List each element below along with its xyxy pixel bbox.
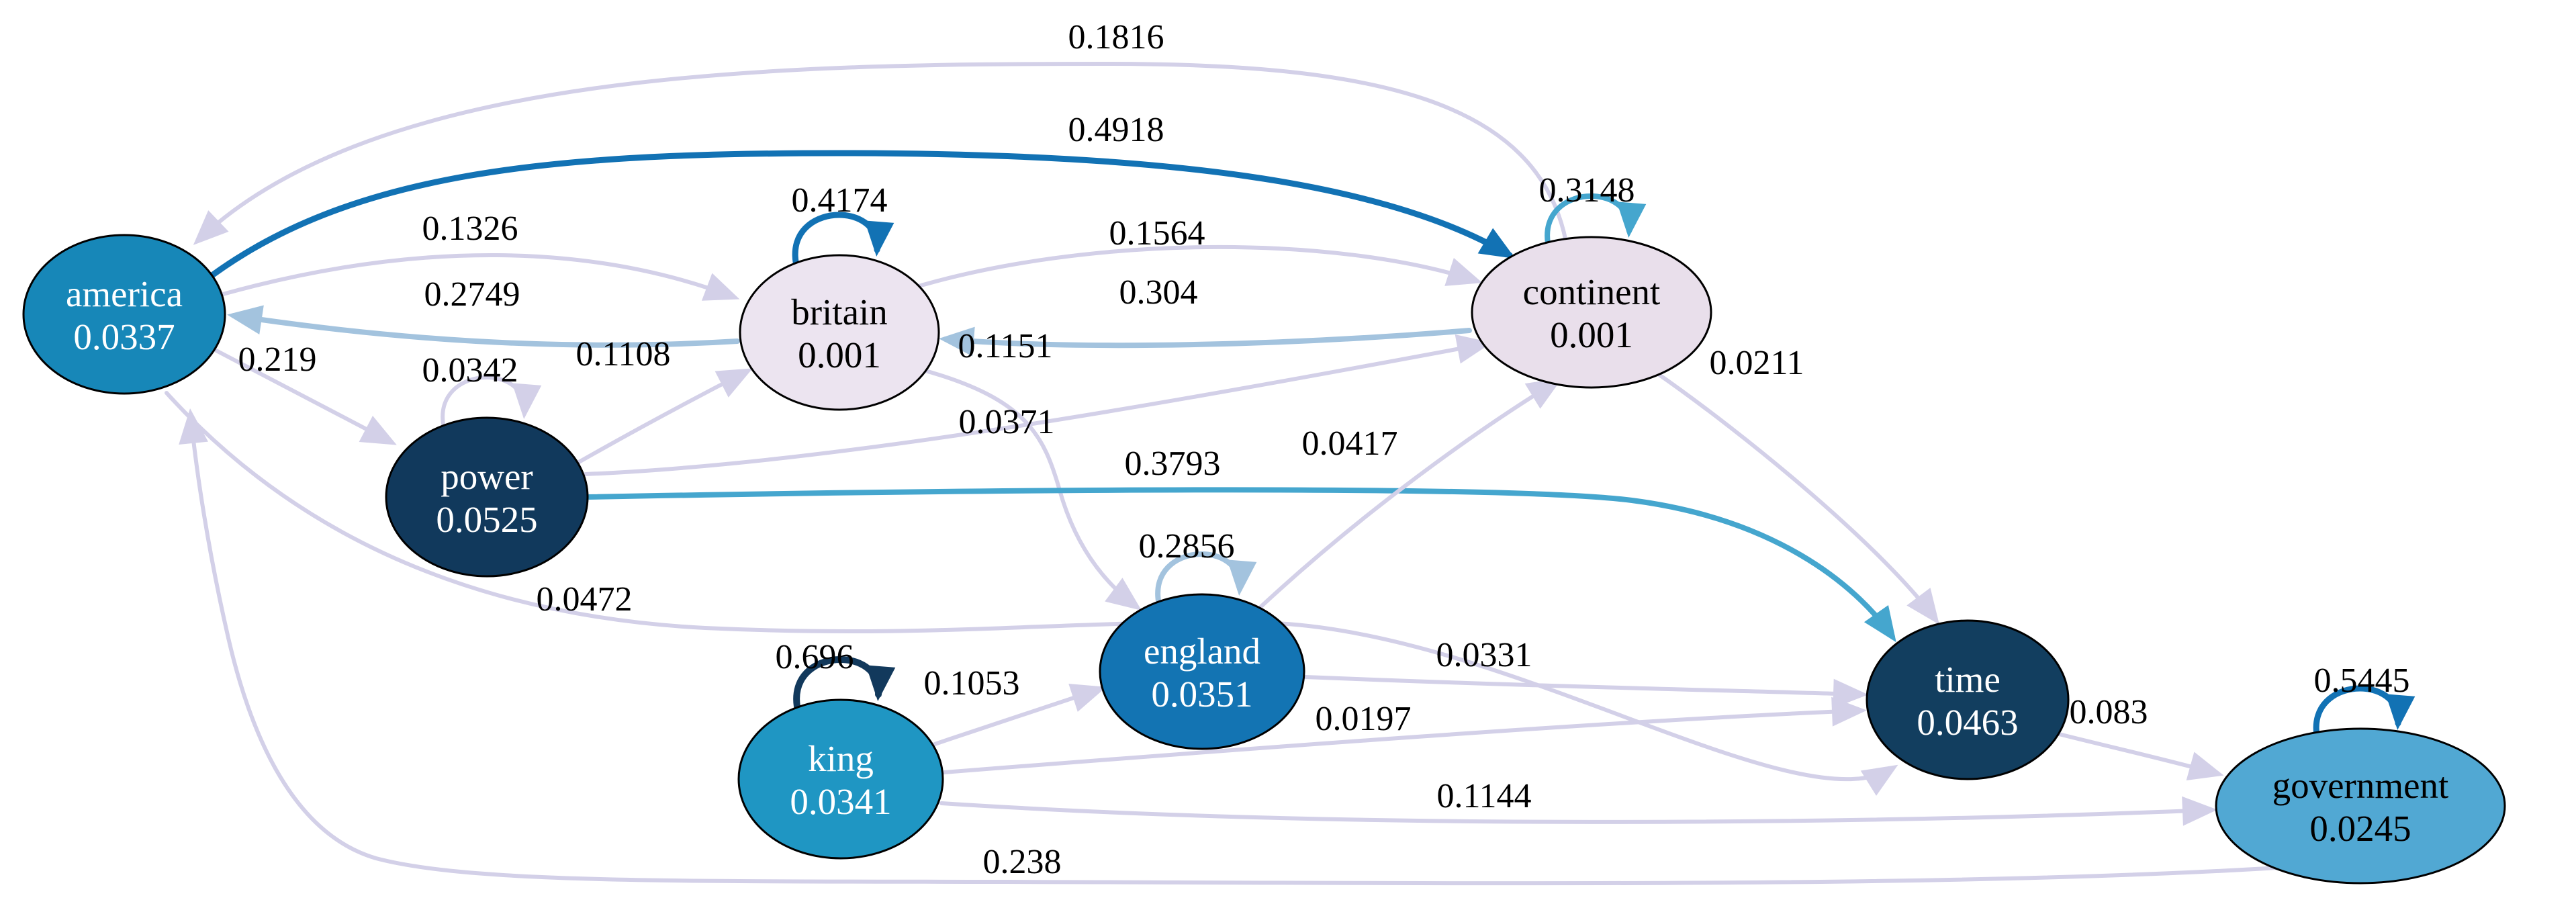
edge-weight-label-britain-england: 0.1151 bbox=[958, 327, 1052, 365]
edge-time-government bbox=[2054, 731, 2224, 780]
edge-britain-continent bbox=[903, 244, 1483, 292]
edge-power-continent bbox=[584, 334, 1492, 476]
edge-king-time bbox=[942, 696, 1867, 774]
self-loop-power bbox=[441, 375, 542, 426]
edge-weight-label-king-king: 0.696 bbox=[776, 638, 854, 676]
edge-power-britain bbox=[577, 368, 753, 464]
node-britain-value: 0.001 bbox=[798, 334, 881, 375]
edge-britain-england bbox=[923, 369, 1142, 610]
edge-weight-label-england-continent: 0.0417 bbox=[1302, 424, 1398, 463]
edge-weight-label-power-continent: 0.0371 bbox=[959, 403, 1055, 441]
edge-king-government bbox=[939, 796, 2217, 826]
edge-weight-label-america-power: 0.219 bbox=[238, 341, 317, 379]
edge-england-continent bbox=[1259, 377, 1563, 608]
edge-america-britain bbox=[221, 253, 740, 301]
edge-weight-label-king-england: 0.1053 bbox=[924, 664, 1020, 703]
self-loop-king bbox=[793, 656, 896, 710]
self-loop-continent bbox=[1545, 193, 1647, 246]
edge-government-america bbox=[179, 408, 2280, 886]
edge-weight-label-king-government: 0.1144 bbox=[1436, 777, 1531, 815]
node-power-ellipse bbox=[385, 416, 589, 578]
edge-continent-america bbox=[193, 61, 1568, 245]
edge-weight-label-power-power: 0.0342 bbox=[422, 351, 518, 390]
node-britain-label: britain bbox=[791, 291, 888, 332]
edge-weight-label-america-time: 0.0472 bbox=[537, 580, 633, 619]
node-britain-ellipse bbox=[739, 254, 940, 411]
node-england-value: 0.0351 bbox=[1151, 674, 1252, 715]
edge-weight-label-america-continent: 0.4918 bbox=[1068, 111, 1164, 149]
edge-weight-label-england-time: 0.0331 bbox=[1436, 636, 1532, 674]
edge-weight-label-king-time: 0.0197 bbox=[1316, 700, 1412, 738]
node-england-label: england bbox=[1144, 631, 1260, 672]
edge-weight-label-britain-america: 0.2749 bbox=[424, 275, 520, 314]
node-government-label: government bbox=[2272, 765, 2449, 806]
edge-america-power bbox=[214, 349, 397, 445]
node-continent-value: 0.001 bbox=[1550, 314, 1633, 355]
node-continent-ellipse bbox=[1471, 236, 1712, 389]
edge-weight-label-government-government: 0.5445 bbox=[2314, 662, 2410, 700]
self-loop-england bbox=[1155, 551, 1257, 604]
node-power-value: 0.0525 bbox=[436, 499, 537, 540]
self-loop-government bbox=[2313, 685, 2416, 739]
edge-weight-label-government-america: 0.238 bbox=[983, 843, 1062, 881]
edge-weight-label-continent-britain: 0.304 bbox=[1119, 273, 1198, 312]
edge-weight-label-britain-britain: 0.4174 bbox=[792, 181, 888, 220]
node-continent-label: continent bbox=[1523, 271, 1661, 312]
self-loop-britain bbox=[792, 212, 894, 265]
node-government-ellipse bbox=[2215, 727, 2506, 885]
edge-labels-layer: 0.1816 0.4918 0.1326 0.2749 0.1564 0.304 0.219… bbox=[238, 18, 2410, 881]
edge-weight-label-england-england: 0.2856 bbox=[1139, 527, 1235, 565]
node-power-label: power bbox=[441, 456, 533, 497]
node-america-ellipse bbox=[22, 234, 226, 395]
edge-america-time bbox=[165, 391, 1898, 796]
node-king-label: king bbox=[808, 738, 874, 779]
edge-england-time bbox=[1303, 675, 1868, 709]
edge-continent-britain bbox=[939, 326, 1472, 357]
edge-weight-label-power-time: 0.3793 bbox=[1125, 445, 1221, 483]
node-time-label: time bbox=[1935, 659, 2000, 700]
edge-weight-label-america-britain: 0.1326 bbox=[422, 210, 518, 248]
edge-power-time bbox=[586, 487, 1896, 643]
edge-weight-label-continent-america: 0.1816 bbox=[1068, 18, 1164, 56]
edge-continent-time bbox=[1655, 371, 1939, 625]
node-government-value: 0.0245 bbox=[2309, 808, 2411, 849]
node-time-value: 0.0463 bbox=[1917, 702, 2018, 743]
nodes-layer: america0.0337britain0.001power0.0525cont… bbox=[22, 234, 2506, 885]
node-king-value: 0.0341 bbox=[790, 781, 891, 822]
node-america-value: 0.0337 bbox=[73, 316, 175, 357]
node-king-ellipse bbox=[737, 698, 944, 860]
edge-weight-label-time-government: 0.083 bbox=[2070, 693, 2148, 731]
edge-america-continent bbox=[201, 150, 1516, 284]
node-time-ellipse bbox=[1866, 619, 2070, 780]
edge-king-england bbox=[933, 683, 1107, 746]
edge-weight-label-continent-time: 0.0211 bbox=[1709, 344, 1804, 382]
node-england-ellipse bbox=[1099, 593, 1305, 750]
edge-weight-label-britain-continent: 0.1564 bbox=[1109, 214, 1205, 253]
edges-layer bbox=[165, 61, 2416, 886]
edge-weight-label-power-britain: 0.1108 bbox=[576, 335, 670, 373]
edge-weight-label-continent-continent: 0.3148 bbox=[1539, 171, 1635, 210]
edge-britain-america bbox=[227, 305, 740, 348]
node-america-label: america bbox=[66, 273, 183, 314]
